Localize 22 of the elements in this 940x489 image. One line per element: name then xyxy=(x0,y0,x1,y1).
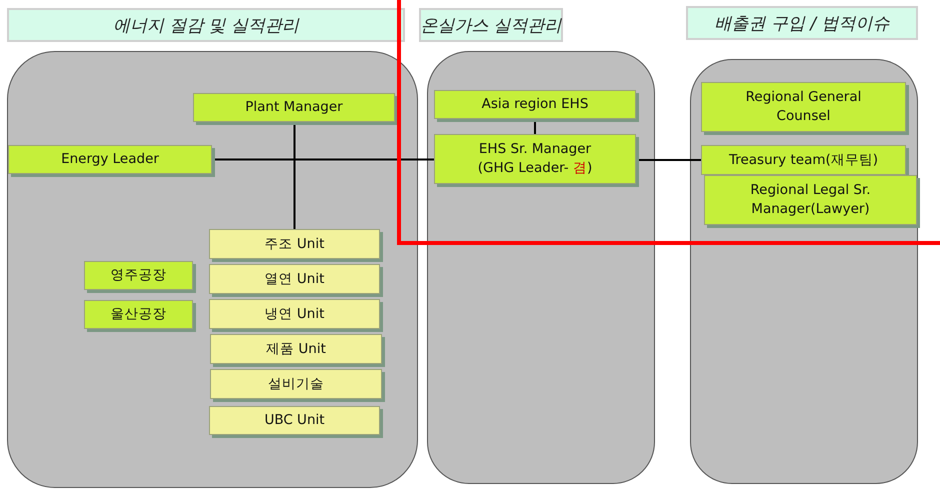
role-box: 설비기술 xyxy=(210,369,382,399)
role-box: UBC Unit xyxy=(209,406,380,435)
heading-banner: 배출권 구입 / 법적이슈 xyxy=(686,6,918,40)
role-box: Energy Leader xyxy=(8,145,212,174)
heading-banner: 에너지 절감 및 실적관리 xyxy=(7,8,405,42)
role-box: 주조 Unit xyxy=(209,229,380,259)
role-box: 열연 Unit xyxy=(209,264,380,294)
role-box: 제품 Unit xyxy=(210,334,382,364)
connector-line xyxy=(636,159,701,161)
role-box: Regional General Counsel xyxy=(701,82,906,132)
role-box: Asia region EHS xyxy=(434,90,636,119)
role-box: Regional Legal Sr. Manager(Lawyer) xyxy=(704,175,917,225)
role-box: 냉연 Unit xyxy=(209,299,380,329)
role-box: 영주공장 xyxy=(84,261,193,290)
role-box: 울산공장 xyxy=(84,300,193,329)
connector-line xyxy=(294,122,296,229)
role-box: Plant Manager xyxy=(193,93,395,122)
role-box: Treasury team(재무팀) xyxy=(701,145,906,175)
connector-line xyxy=(534,119,536,134)
role-box: EHS Sr. Manager (GHG Leader- 겸) xyxy=(434,134,636,184)
heading-banner: 온실가스 실적관리 xyxy=(419,8,563,42)
connector-line xyxy=(212,158,434,160)
